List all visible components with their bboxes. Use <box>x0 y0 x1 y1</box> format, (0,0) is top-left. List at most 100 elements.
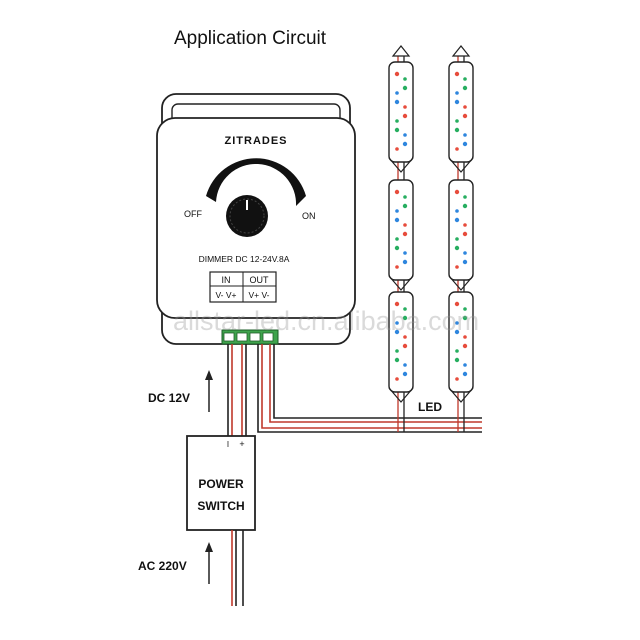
led-dot <box>395 91 399 95</box>
led-module <box>448 61 474 173</box>
module-case <box>448 179 474 281</box>
led-module <box>448 179 474 291</box>
led-dot <box>402 259 408 265</box>
led-dot <box>395 237 399 241</box>
led-dot <box>454 127 460 133</box>
led-dot <box>402 343 408 349</box>
module-taper <box>448 387 474 403</box>
led-dot <box>455 321 459 325</box>
led-dot <box>454 329 460 335</box>
strip-end-cap <box>391 45 411 57</box>
off-label: OFF <box>184 209 202 219</box>
led-dot <box>463 195 467 199</box>
module-case <box>448 61 474 163</box>
dimmer-knob[interactable] <box>226 195 268 237</box>
module-taper <box>388 275 414 291</box>
led-dot <box>463 105 467 109</box>
led-dot <box>454 71 460 77</box>
led-module <box>448 291 474 403</box>
led-dot <box>403 195 407 199</box>
led-dot <box>402 371 408 377</box>
in-label: IN <box>222 275 231 285</box>
diagram-title: Application Circuit <box>173 28 327 49</box>
input-wires <box>227 344 247 436</box>
led-dot <box>463 251 467 255</box>
led-dot <box>402 85 408 91</box>
led-dot <box>463 223 467 227</box>
led-dot <box>403 307 407 311</box>
module-case <box>388 61 414 163</box>
led-dot <box>454 357 460 363</box>
power-switch-box <box>186 435 256 531</box>
led-dot <box>454 245 460 251</box>
led-dot <box>455 377 459 381</box>
led-dot <box>402 315 408 321</box>
power-switch: I + POWER SWITCH <box>186 435 256 531</box>
in-terminals: V- V+ <box>215 290 236 300</box>
switch-minus-mark: I <box>227 440 229 449</box>
led-dot <box>394 357 400 363</box>
led-dot <box>394 217 400 223</box>
led-dot <box>394 245 400 251</box>
led-dot <box>395 377 399 381</box>
led-dot <box>455 237 459 241</box>
module-case <box>388 179 414 281</box>
module-taper <box>388 387 414 403</box>
led-dot <box>403 105 407 109</box>
led-dot <box>394 99 400 105</box>
ac-wires <box>231 530 244 606</box>
led-dot <box>455 91 459 95</box>
dc-label: DC 12V <box>148 391 190 405</box>
led-dot <box>395 321 399 325</box>
led-dot <box>402 113 408 119</box>
led-dot <box>403 363 407 367</box>
dimmer-brand: ZITRADES <box>225 135 288 147</box>
led-dot <box>403 77 407 81</box>
led-dot <box>462 231 468 237</box>
led-dot <box>463 133 467 137</box>
led-dot <box>403 223 407 227</box>
led-label: LED <box>418 400 442 414</box>
led-dot <box>455 119 459 123</box>
led-dot <box>455 209 459 213</box>
led-dot <box>462 113 468 119</box>
led-dot <box>463 335 467 339</box>
module-case <box>448 291 474 393</box>
led-dot <box>462 371 468 377</box>
dimmer-intensity-arc <box>206 158 306 206</box>
watermark: allstar-led.cn.alibaba.com <box>173 306 480 336</box>
led-strips <box>388 45 474 432</box>
led-dot <box>462 203 468 209</box>
led-dot <box>462 343 468 349</box>
led-dot <box>454 217 460 223</box>
led-dot <box>455 147 459 151</box>
led-dot <box>463 307 467 311</box>
led-strip-1 <box>388 45 414 432</box>
led-dot <box>394 71 400 77</box>
out-label: OUT <box>250 275 270 285</box>
led-dot <box>462 141 468 147</box>
led-dot <box>403 133 407 137</box>
led-module <box>388 61 414 173</box>
led-dot <box>402 203 408 209</box>
led-dot <box>462 315 468 321</box>
led-dot <box>455 265 459 269</box>
module-taper <box>448 275 474 291</box>
knob-body[interactable] <box>226 195 268 237</box>
led-dot <box>403 335 407 339</box>
led-dot <box>394 189 400 195</box>
ac-arrow-icon <box>205 542 213 584</box>
knob-grip <box>229 198 265 234</box>
led-dot <box>403 251 407 255</box>
power-label: POWER <box>198 477 244 491</box>
led-dot <box>463 363 467 367</box>
switch-label: SWITCH <box>197 499 244 513</box>
led-dot <box>462 85 468 91</box>
led-dot <box>395 349 399 353</box>
out-terminals: V+ V- <box>248 290 269 300</box>
led-dot <box>454 99 460 105</box>
led-dot <box>395 209 399 213</box>
output-wires <box>257 344 482 433</box>
switch-plus-mark: + <box>239 439 244 449</box>
